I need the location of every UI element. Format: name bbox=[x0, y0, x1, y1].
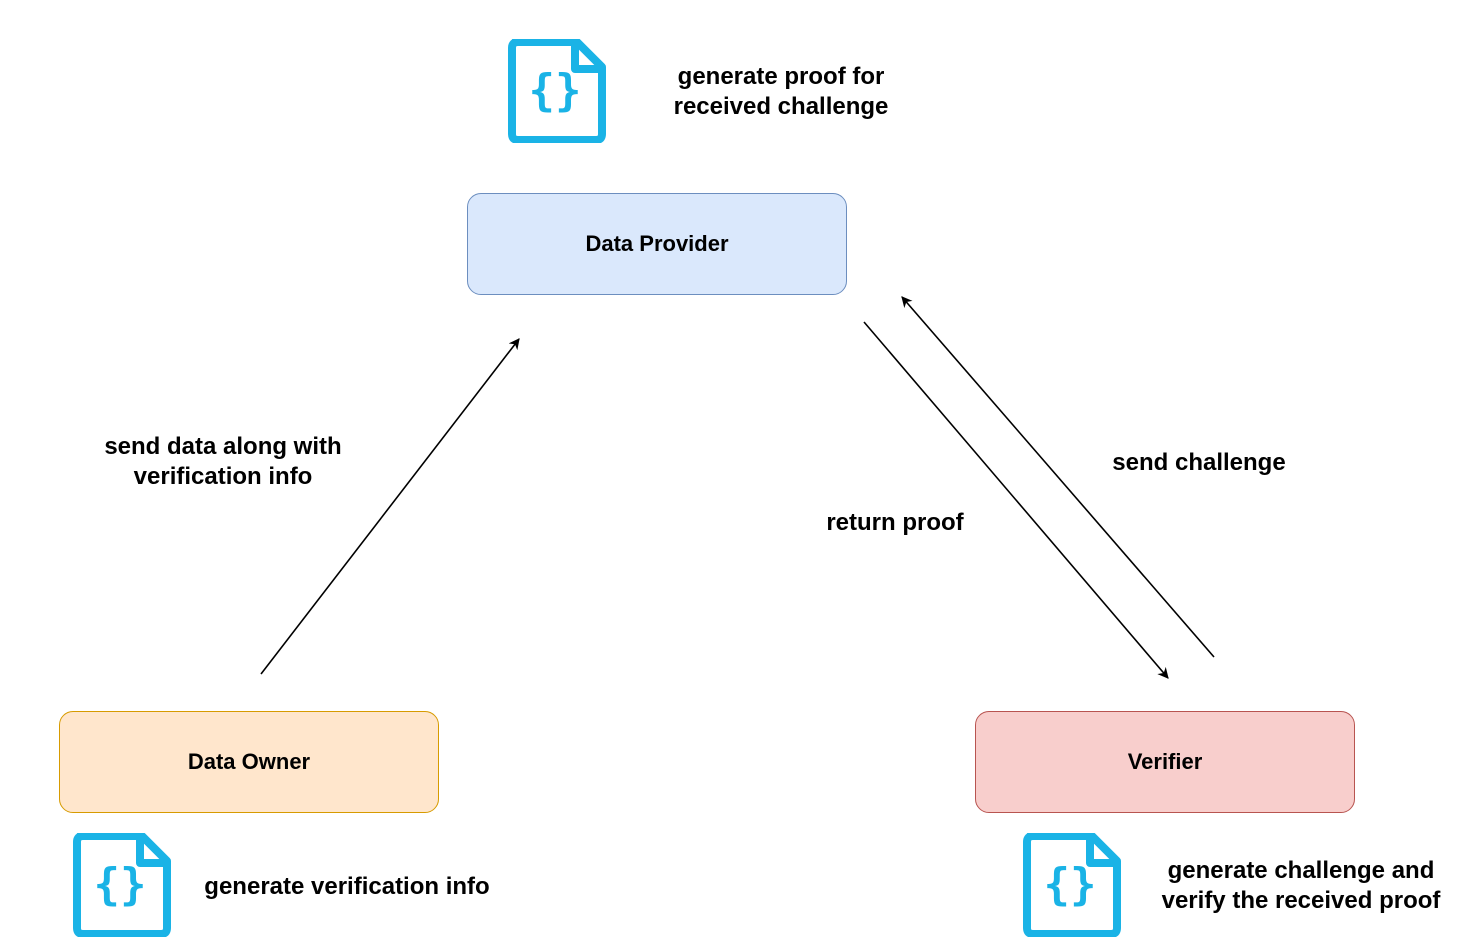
task-label-line: verify the received proof bbox=[1161, 887, 1441, 914]
code-file-icon: {} bbox=[508, 39, 606, 143]
edge-label-send-challenge: send challenge bbox=[1090, 448, 1308, 478]
task-label-line: generate proof for bbox=[677, 63, 885, 90]
task-label-line: generate challenge and bbox=[1167, 857, 1435, 884]
verifier-node[interactable]: Verifier bbox=[975, 711, 1355, 813]
task-label-line: received challenge bbox=[673, 93, 889, 120]
edge-label-text: send challenge bbox=[1112, 449, 1286, 476]
svg-text:{}: {} bbox=[529, 65, 582, 116]
code-file-icon: {} bbox=[73, 833, 171, 937]
provider-task-label: generate proof for received challenge bbox=[648, 62, 914, 122]
code-file-icon: {} bbox=[1023, 833, 1121, 937]
svg-text:{}: {} bbox=[94, 859, 147, 910]
edge-label-text: return proof bbox=[826, 509, 964, 536]
edge-label-line: send data along with bbox=[104, 433, 342, 460]
data-owner-node[interactable]: Data Owner bbox=[59, 711, 439, 813]
svg-text:{}: {} bbox=[1044, 859, 1097, 910]
edge-label-line: verification info bbox=[133, 463, 313, 490]
data-provider-label: Data Provider bbox=[585, 231, 729, 256]
edge-provider-to-verifier bbox=[863, 321, 1169, 679]
edge-owner-to-provider bbox=[260, 338, 520, 675]
edge-label-return-proof: return proof bbox=[808, 508, 982, 538]
owner-task-label: generate verification info bbox=[184, 872, 510, 902]
data-provider-node[interactable]: Data Provider bbox=[467, 193, 847, 295]
task-label-line: generate verification info bbox=[204, 873, 490, 900]
verifier-task-label: generate challenge and verify the receiv… bbox=[1140, 856, 1462, 916]
data-owner-label: Data Owner bbox=[187, 749, 311, 774]
edge-label-owner-to-provider: send data along with verification info bbox=[80, 432, 366, 492]
edge-verifier-to-provider bbox=[901, 296, 1215, 658]
verifier-label: Verifier bbox=[1127, 749, 1203, 774]
